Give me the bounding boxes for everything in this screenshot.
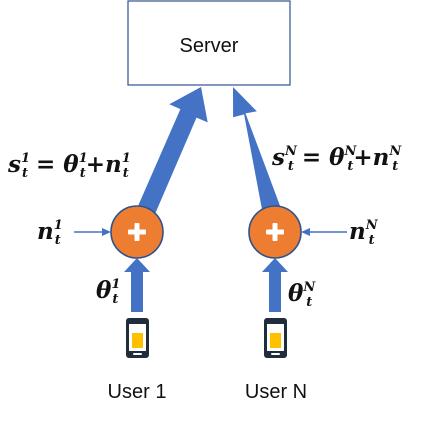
user-1-label: User 1 [108, 381, 167, 403]
phone-icon-user-n [264, 318, 287, 358]
noise-arrow-user-1 [74, 228, 111, 236]
adder-user-1 [110, 205, 164, 259]
upload-arrow-user-1 [138, 87, 208, 213]
phone-icon-user-1 [126, 318, 149, 358]
adder-user-n [248, 205, 302, 259]
plus-icon [266, 223, 284, 241]
server-box [127, 0, 291, 86]
server-label: Server [180, 35, 239, 57]
user-n-label: User N [245, 381, 307, 403]
noise-arrow-user-n [301, 228, 347, 236]
plus-icon [128, 223, 146, 241]
param-arrow-user-1 [124, 258, 150, 312]
param-arrow-user-n [262, 258, 288, 312]
upload-arrow-user-n [233, 87, 281, 212]
